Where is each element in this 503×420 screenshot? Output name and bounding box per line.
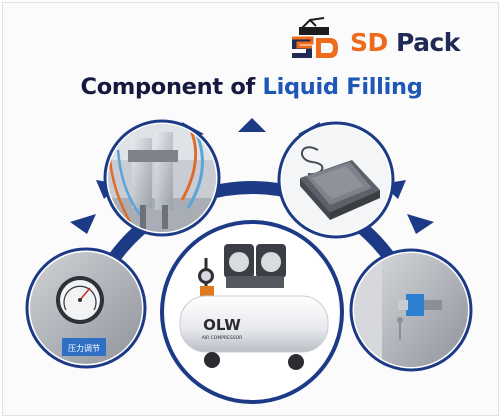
brand-name-prefix: SD — [350, 28, 388, 57]
gauge-component: 压力调节 — [25, 247, 147, 369]
title-part-2: Liquid Filling — [262, 74, 423, 100]
brand-name-suffix: Pack — [387, 28, 460, 57]
compressor-logo: OLW — [203, 316, 241, 334]
pedal-component — [277, 121, 395, 239]
pneumatic-cylinder-icon — [108, 124, 216, 232]
compressor-caption: AIR COMPRESSOR — [202, 335, 243, 341]
sd-pack-logo — [292, 17, 338, 58]
title-part-1: Component of — [80, 74, 263, 100]
compressor-component: OLW AIR COMPRESSOR — [160, 220, 344, 404]
sd-letters-icon — [292, 36, 338, 58]
valve-component — [349, 248, 473, 372]
cylinder-component — [103, 119, 221, 237]
page-title: Component of Liquid Filling — [0, 74, 503, 100]
brand-name: SD Pack — [350, 28, 460, 57]
gauge-label: 压力调节 — [68, 343, 100, 353]
air-compressor-icon: OLW AIR COMPRESSOR — [166, 226, 338, 398]
machine-logo-icon — [299, 17, 329, 35]
pressure-gauge-icon: 压力调节 — [30, 252, 142, 364]
foot-pedal-icon — [282, 126, 390, 234]
